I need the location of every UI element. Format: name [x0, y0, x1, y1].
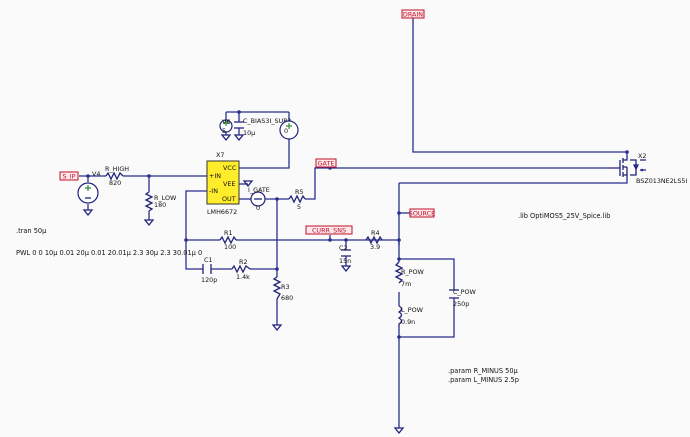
- resistor-r2[interactable]: R2 1.4k: [231, 258, 251, 281]
- svg-text:180: 180: [154, 201, 166, 209]
- directive-pwl[interactable]: PWL 0 0 10µ 0.01 20µ 0.01 20.01µ 2.3 30µ…: [16, 249, 202, 257]
- svg-text:250p: 250p: [453, 300, 469, 308]
- directive-lib[interactable]: .lib OptiMOS5_25V_Spice.lib: [518, 212, 610, 220]
- net-label-gate[interactable]: GATE: [315, 158, 337, 168]
- current-probe-i-gate[interactable]: I_GATE 0: [248, 186, 270, 212]
- svg-text:V4: V4: [92, 170, 100, 178]
- svg-text:VCC: VCC: [223, 164, 237, 172]
- svg-text:VEE: VEE: [223, 180, 235, 188]
- svg-text:I_GATE: I_GATE: [248, 186, 270, 194]
- voltage-source-v6[interactable]: V6 5: [219, 118, 233, 135]
- voltage-source-v4[interactable]: V4: [77, 170, 100, 204]
- resistor-r1[interactable]: R1 100: [219, 229, 237, 251]
- capacitor-c-pow[interactable]: C_POW 250p: [449, 288, 477, 308]
- svg-text:680: 680: [281, 294, 293, 302]
- svg-text:820: 820: [109, 179, 121, 187]
- svg-text:R2: R2: [239, 258, 248, 266]
- ground-icon: [143, 219, 155, 227]
- svg-text:R_LOW: R_LOW: [154, 194, 177, 202]
- svg-text:S_IP: S_IP: [63, 173, 76, 181]
- svg-text:0: 0: [284, 127, 288, 135]
- svg-text:C1: C1: [204, 256, 213, 264]
- net-label-curr-sns[interactable]: CURR_SNS: [305, 225, 353, 235]
- svg-text:5: 5: [222, 127, 226, 135]
- svg-text:15n: 15n: [339, 257, 351, 265]
- net-label-drain[interactable]: DRAIN: [401, 9, 425, 19]
- inductor-l-pow[interactable]: L_POW 0.9n: [397, 305, 424, 327]
- junction-dots: [86, 110, 629, 339]
- svg-text:R_POW: R_POW: [401, 268, 425, 276]
- ground-icon: [340, 265, 352, 273]
- svg-text:5: 5: [297, 203, 301, 211]
- svg-text:GATE: GATE: [318, 160, 335, 168]
- svg-text:100: 100: [224, 243, 236, 251]
- svg-text:C2: C2: [339, 244, 348, 252]
- svg-text:BSZ013NE2LS5I: BSZ013NE2LS5I: [636, 177, 687, 185]
- svg-text:0: 0: [256, 204, 260, 212]
- resistor-r-low[interactable]: R_LOW 180: [144, 191, 177, 212]
- net-label-source[interactable]: SOURCE: [409, 208, 435, 218]
- resistor-r3[interactable]: R3 680: [272, 276, 293, 302]
- ground-icon: [82, 209, 94, 217]
- ground-icon: [393, 427, 405, 435]
- ground-icon: [271, 324, 283, 332]
- directive-param-l-minus[interactable]: .param L_MINUS 2.5p: [448, 376, 519, 384]
- svg-text:R5: R5: [295, 188, 304, 196]
- directive-param-r-minus[interactable]: .param R_MINUS 50µ: [448, 367, 519, 375]
- svg-text:CURR_SNS: CURR_SNS: [312, 227, 346, 235]
- resistor-r-high[interactable]: R_HIGH 820: [105, 165, 129, 187]
- svg-text:1.4k: 1.4k: [236, 273, 250, 281]
- svg-text:R1: R1: [224, 229, 233, 237]
- ground-icon: [233, 134, 245, 142]
- directive-tran[interactable]: .tran 50µ: [16, 227, 47, 235]
- svg-text:V6: V6: [222, 118, 230, 126]
- svg-text:LMH6672: LMH6672: [207, 208, 237, 216]
- svg-text:R_HIGH: R_HIGH: [105, 165, 129, 173]
- svg-text:R4: R4: [371, 229, 380, 237]
- svg-text:C_BIAS3I_SUP3: C_BIAS3I_SUP3: [243, 117, 291, 125]
- svg-text:SOURCE: SOURCE: [409, 210, 435, 218]
- svg-text:10µ: 10µ: [243, 129, 255, 137]
- svg-text:DRAIN: DRAIN: [403, 11, 423, 19]
- svg-text:R3: R3: [281, 283, 290, 291]
- svg-text:0.9n: 0.9n: [401, 318, 415, 326]
- svg-text:7m: 7m: [401, 280, 411, 288]
- svg-text:120p: 120p: [201, 276, 217, 284]
- svg-text:+IN: +IN: [209, 172, 221, 180]
- resistor-r5[interactable]: R5 5: [288, 188, 306, 211]
- capacitor-c2[interactable]: C2 15n: [339, 244, 351, 265]
- svg-text:OUT: OUT: [222, 195, 236, 203]
- source-zero[interactable]: 0: [279, 120, 299, 140]
- ground-symbols: [82, 131, 405, 435]
- net-label-s-ip[interactable]: S_IP: [59, 171, 79, 181]
- svg-text:L_POW: L_POW: [401, 306, 424, 314]
- wires: [79, 18, 628, 428]
- svg-text:X7: X7: [216, 151, 224, 159]
- opamp-x7[interactable]: X7 +IN -IN VCC VEE OUT LMH6672: [206, 151, 240, 216]
- capacitor-c1[interactable]: C1 120p: [201, 256, 217, 284]
- svg-text:C_POW: C_POW: [453, 288, 477, 296]
- ground-icon: [220, 134, 232, 142]
- svg-text:X2: X2: [638, 152, 646, 160]
- ground-icon: [242, 180, 254, 188]
- resistor-r4[interactable]: R4 3.9: [365, 229, 383, 251]
- svg-text:-IN: -IN: [209, 187, 218, 195]
- mosfet-x2[interactable]: X2 BSZ013NE2LS5I: [610, 152, 687, 185]
- capacitor-c-bias[interactable]: C_BIAS3I_SUP3 10µ: [234, 117, 291, 137]
- resistor-r-pow[interactable]: R_POW 7m: [394, 261, 425, 288]
- svg-text:3.9: 3.9: [370, 243, 380, 251]
